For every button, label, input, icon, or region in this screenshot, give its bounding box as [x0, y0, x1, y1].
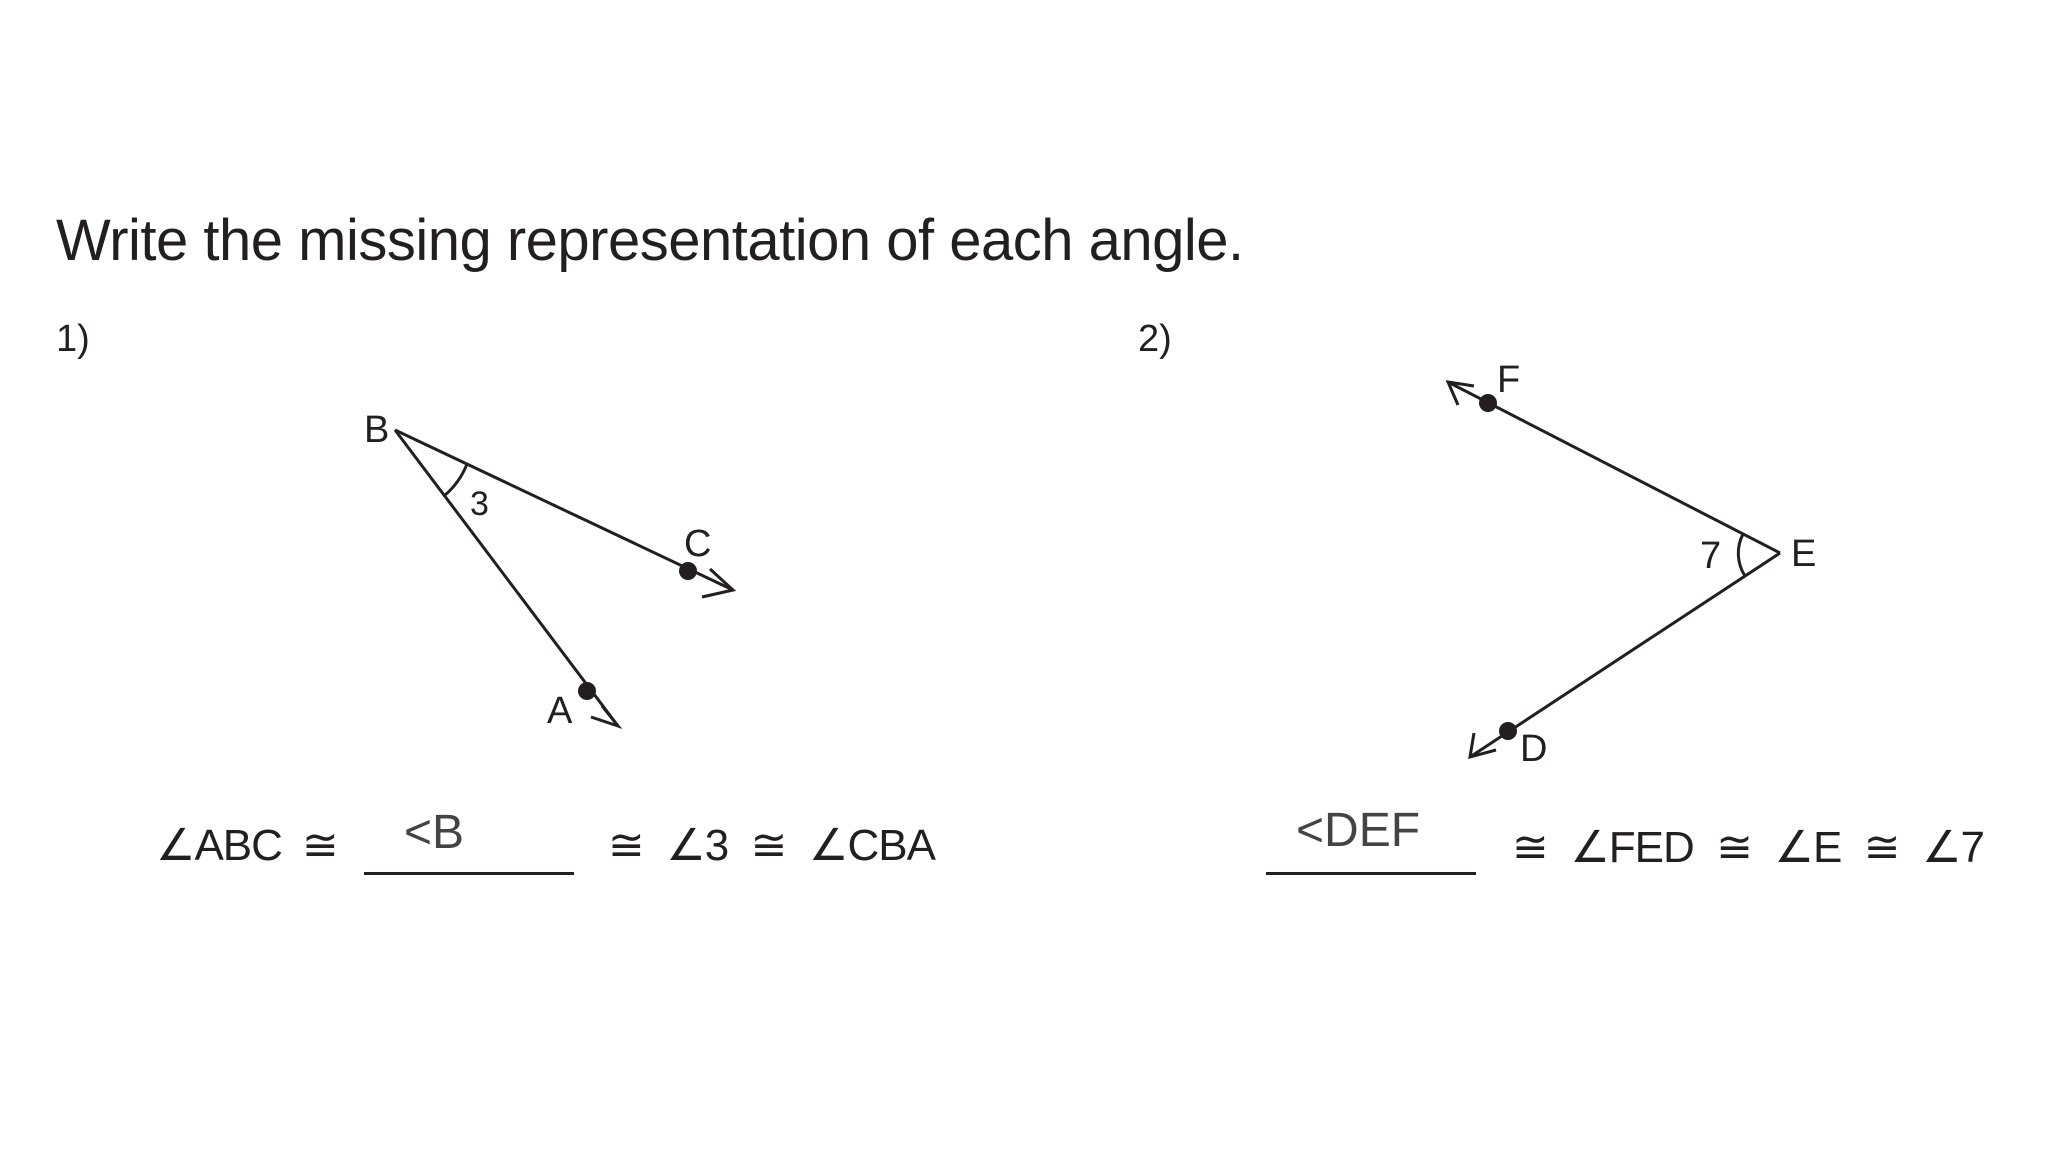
point-d-dot	[1499, 722, 1517, 740]
ray-ba	[393, 429, 620, 727]
problem-2-answer-blank[interactable]	[1266, 872, 1476, 875]
point-label-d: D	[1520, 728, 1547, 770]
problem-1-equivalents: ≅ ∠3 ≅ ∠CBA	[608, 821, 936, 870]
arrowhead-f	[1445, 380, 1475, 406]
point-label-b: B	[364, 409, 389, 451]
ray-ef	[1447, 380, 1781, 555]
angle-label-7: 7	[1700, 535, 1721, 577]
point-a-dot	[578, 682, 596, 700]
point-label-a: A	[547, 690, 573, 732]
point-label-f: F	[1497, 359, 1520, 401]
arrowhead-d	[1468, 732, 1497, 760]
problem-2-answer[interactable]: <DEF	[1296, 804, 1421, 857]
arrowhead-c	[701, 567, 737, 599]
angle-label-3: 3	[470, 485, 489, 523]
point-label-c: C	[684, 523, 711, 565]
angle-arc-3	[443, 463, 469, 498]
instructions-heading: Write the missing representation of each…	[56, 208, 1244, 273]
arrowhead-a	[590, 705, 623, 730]
problem-2-number: 2)	[1138, 318, 1172, 360]
problem-1-congruent-symbol: ≅	[302, 821, 339, 870]
point-f-dot	[1479, 394, 1497, 412]
ray-bc	[394, 428, 734, 592]
point-label-e: E	[1791, 533, 1816, 575]
problem-2-equivalents: ≅ ∠FED ≅ ∠E ≅ ∠7	[1512, 823, 1985, 872]
point-c-dot	[679, 562, 697, 580]
ray-ed	[1469, 551, 1781, 759]
problem-1-answer[interactable]: <B	[404, 806, 465, 859]
problem-1-given-angle: ∠ABC	[156, 821, 283, 870]
problem-1-answer-blank[interactable]	[364, 872, 574, 875]
problem-1-number: 1)	[56, 318, 90, 360]
angle-arc-7	[1736, 533, 1747, 577]
